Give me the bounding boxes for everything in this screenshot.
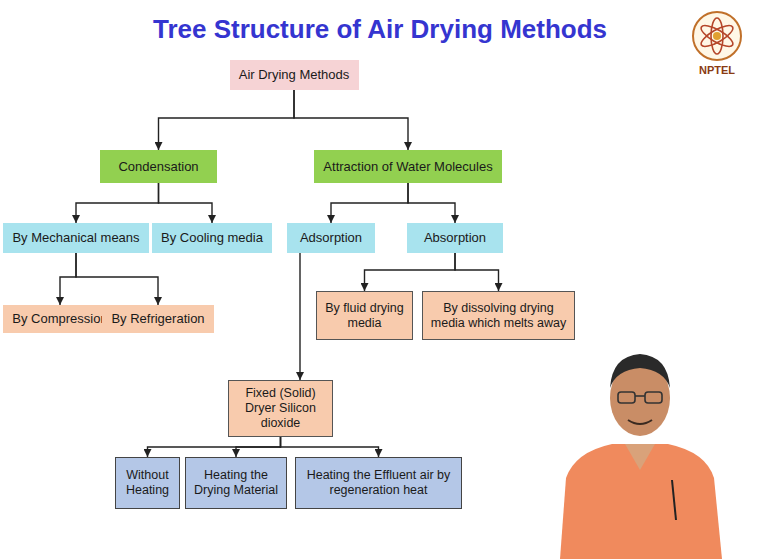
category-box: Attraction of Water Molecules bbox=[314, 150, 502, 183]
node-text: By Refrigeration bbox=[111, 311, 204, 327]
node-text: Attraction of Water Molecules bbox=[323, 159, 492, 175]
connector-arrow bbox=[455, 253, 499, 291]
connector-arrow bbox=[76, 253, 158, 305]
presenter-moustache bbox=[628, 420, 652, 424]
variant-box: Heating the Effluent air by regeneration… bbox=[295, 457, 462, 509]
technique-box: By fluid drying media bbox=[316, 291, 413, 340]
connector-arrow bbox=[60, 253, 76, 305]
connector-arrow bbox=[365, 253, 456, 291]
logo-label: NPTEL bbox=[690, 64, 744, 76]
logo-petals bbox=[698, 18, 735, 54]
root-box: Air Drying Methods bbox=[230, 60, 359, 90]
node-text: By Compression bbox=[12, 311, 107, 327]
node-text: By dissolving drying media which melts a… bbox=[429, 301, 568, 331]
dryer-box: Fixed (Solid) Dryer Silicon dioxide bbox=[228, 380, 333, 437]
connector-arrow bbox=[281, 437, 379, 457]
logo-center bbox=[713, 32, 721, 40]
connector-arrow bbox=[159, 183, 213, 223]
node-text: By fluid drying media bbox=[323, 301, 406, 331]
node-text: Heating the Effluent air by regeneration… bbox=[302, 468, 455, 498]
connector-arrow bbox=[159, 90, 295, 150]
method-box: By Mechanical means bbox=[3, 223, 149, 253]
node-text: Fixed (Solid) Dryer Silicon dioxide bbox=[235, 386, 326, 431]
nptel-logo bbox=[693, 12, 741, 60]
method-box: Absorption bbox=[407, 223, 503, 253]
presenter-neck bbox=[625, 444, 655, 470]
logo-ring bbox=[693, 12, 741, 60]
presenter-glasses bbox=[618, 392, 662, 403]
node-text: Absorption bbox=[424, 230, 486, 246]
presenter-microphone bbox=[672, 480, 676, 520]
connector-arrow bbox=[408, 183, 455, 223]
node-text: By Cooling media bbox=[161, 230, 263, 246]
slide-title: Tree Structure of Air Drying Methods bbox=[100, 14, 660, 45]
connector-arrow bbox=[294, 90, 408, 150]
presenter-shirt bbox=[560, 444, 722, 559]
node-text: Air Drying Methods bbox=[239, 67, 350, 83]
method-box: By Cooling media bbox=[152, 223, 272, 253]
technique-box: By dissolving drying media which melts a… bbox=[422, 291, 575, 340]
node-text: Condensation bbox=[118, 159, 198, 175]
connector-arrow bbox=[236, 437, 281, 457]
connector-arrow bbox=[299, 253, 300, 380]
variant-box: Heating the Drying Material bbox=[185, 457, 287, 509]
presenter-hair bbox=[610, 354, 670, 388]
node-text: Heating the Drying Material bbox=[192, 468, 280, 498]
connector-arrow bbox=[331, 183, 408, 223]
node-text: Without Heating bbox=[122, 468, 173, 498]
presenter-figure bbox=[560, 354, 722, 559]
technique-box: By Compression bbox=[3, 305, 117, 333]
connector-arrow bbox=[148, 437, 281, 457]
category-box: Condensation bbox=[100, 150, 217, 183]
connector-arrow bbox=[76, 183, 159, 223]
variant-box: Without Heating bbox=[115, 457, 180, 509]
technique-box: By Refrigeration bbox=[102, 305, 214, 333]
node-text: By Mechanical means bbox=[12, 230, 139, 246]
node-text: Adsorption bbox=[300, 230, 362, 246]
method-box: Adsorption bbox=[287, 223, 375, 253]
